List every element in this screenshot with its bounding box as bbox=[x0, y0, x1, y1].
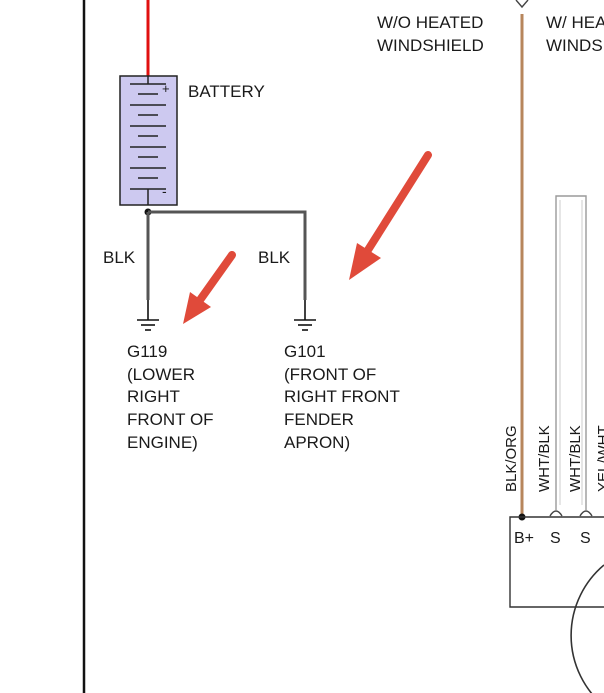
svg-text:RIGHT FRONT: RIGHT FRONT bbox=[284, 387, 400, 406]
svg-text:(FRONT OF: (FRONT OF bbox=[284, 365, 376, 384]
connector-arc-s2 bbox=[579, 510, 593, 517]
motor-circle bbox=[570, 564, 604, 693]
svg-text:FRONT OF: FRONT OF bbox=[127, 410, 214, 429]
ground-wire-g101 bbox=[148, 210, 307, 300]
header-with-heated-line2: WINDS bbox=[546, 36, 603, 55]
terminal-label-s2: S bbox=[580, 530, 591, 547]
svg-text:G101: G101 bbox=[284, 342, 326, 361]
ground-symbol-g119 bbox=[137, 300, 159, 331]
battery-minus-sign: - bbox=[162, 183, 167, 199]
ground-symbol-g101 bbox=[294, 300, 316, 331]
connector-arc-s1 bbox=[549, 510, 563, 517]
terminal-label-s1: S bbox=[550, 530, 561, 547]
annotation-arrow-g119 bbox=[183, 251, 236, 324]
svg-text:G119: G119 bbox=[127, 342, 167, 361]
svg-text:ENGINE): ENGINE) bbox=[127, 433, 198, 452]
svg-text:(LOWER: (LOWER bbox=[127, 365, 195, 384]
terminal-label-b-plus: B+ bbox=[514, 530, 534, 547]
battery-symbol bbox=[119, 75, 178, 206]
option-diamond bbox=[515, 0, 529, 9]
wire-label-yel-wht: YEL/WHT bbox=[595, 425, 604, 492]
wire-label-wht-blk-2: WHT/BLK bbox=[567, 425, 584, 492]
wht-blk-wire-loop bbox=[555, 195, 587, 510]
svg-text:FENDER: FENDER bbox=[284, 410, 354, 429]
header-without-heated-line2: WINDSHIELD bbox=[377, 36, 484, 55]
annotation-arrow-g101 bbox=[349, 151, 432, 280]
header-with-heated-line1: W/ HEA bbox=[546, 13, 604, 32]
header-without-heated-line1: W/O HEATED bbox=[377, 13, 483, 32]
component-box bbox=[509, 516, 604, 608]
svg-text:APRON): APRON) bbox=[284, 433, 350, 452]
ground-label-g119: G119 (LOWER RIGHT FRONT OF ENGINE) bbox=[127, 342, 214, 452]
battery-label: BATTERY bbox=[188, 82, 265, 101]
wire-label-blk-org: BLK/ORG bbox=[503, 425, 520, 492]
ground-label-g101: G101 (FRONT OF RIGHT FRONT FENDER APRON) bbox=[284, 342, 400, 452]
svg-text:RIGHT: RIGHT bbox=[127, 387, 180, 406]
wire-label-blk-right: BLK bbox=[258, 248, 291, 267]
wire-label-blk-left: BLK bbox=[103, 248, 136, 267]
wire-label-wht-blk-1: WHT/BLK bbox=[536, 425, 553, 492]
battery-plus-sign: + bbox=[162, 81, 170, 96]
